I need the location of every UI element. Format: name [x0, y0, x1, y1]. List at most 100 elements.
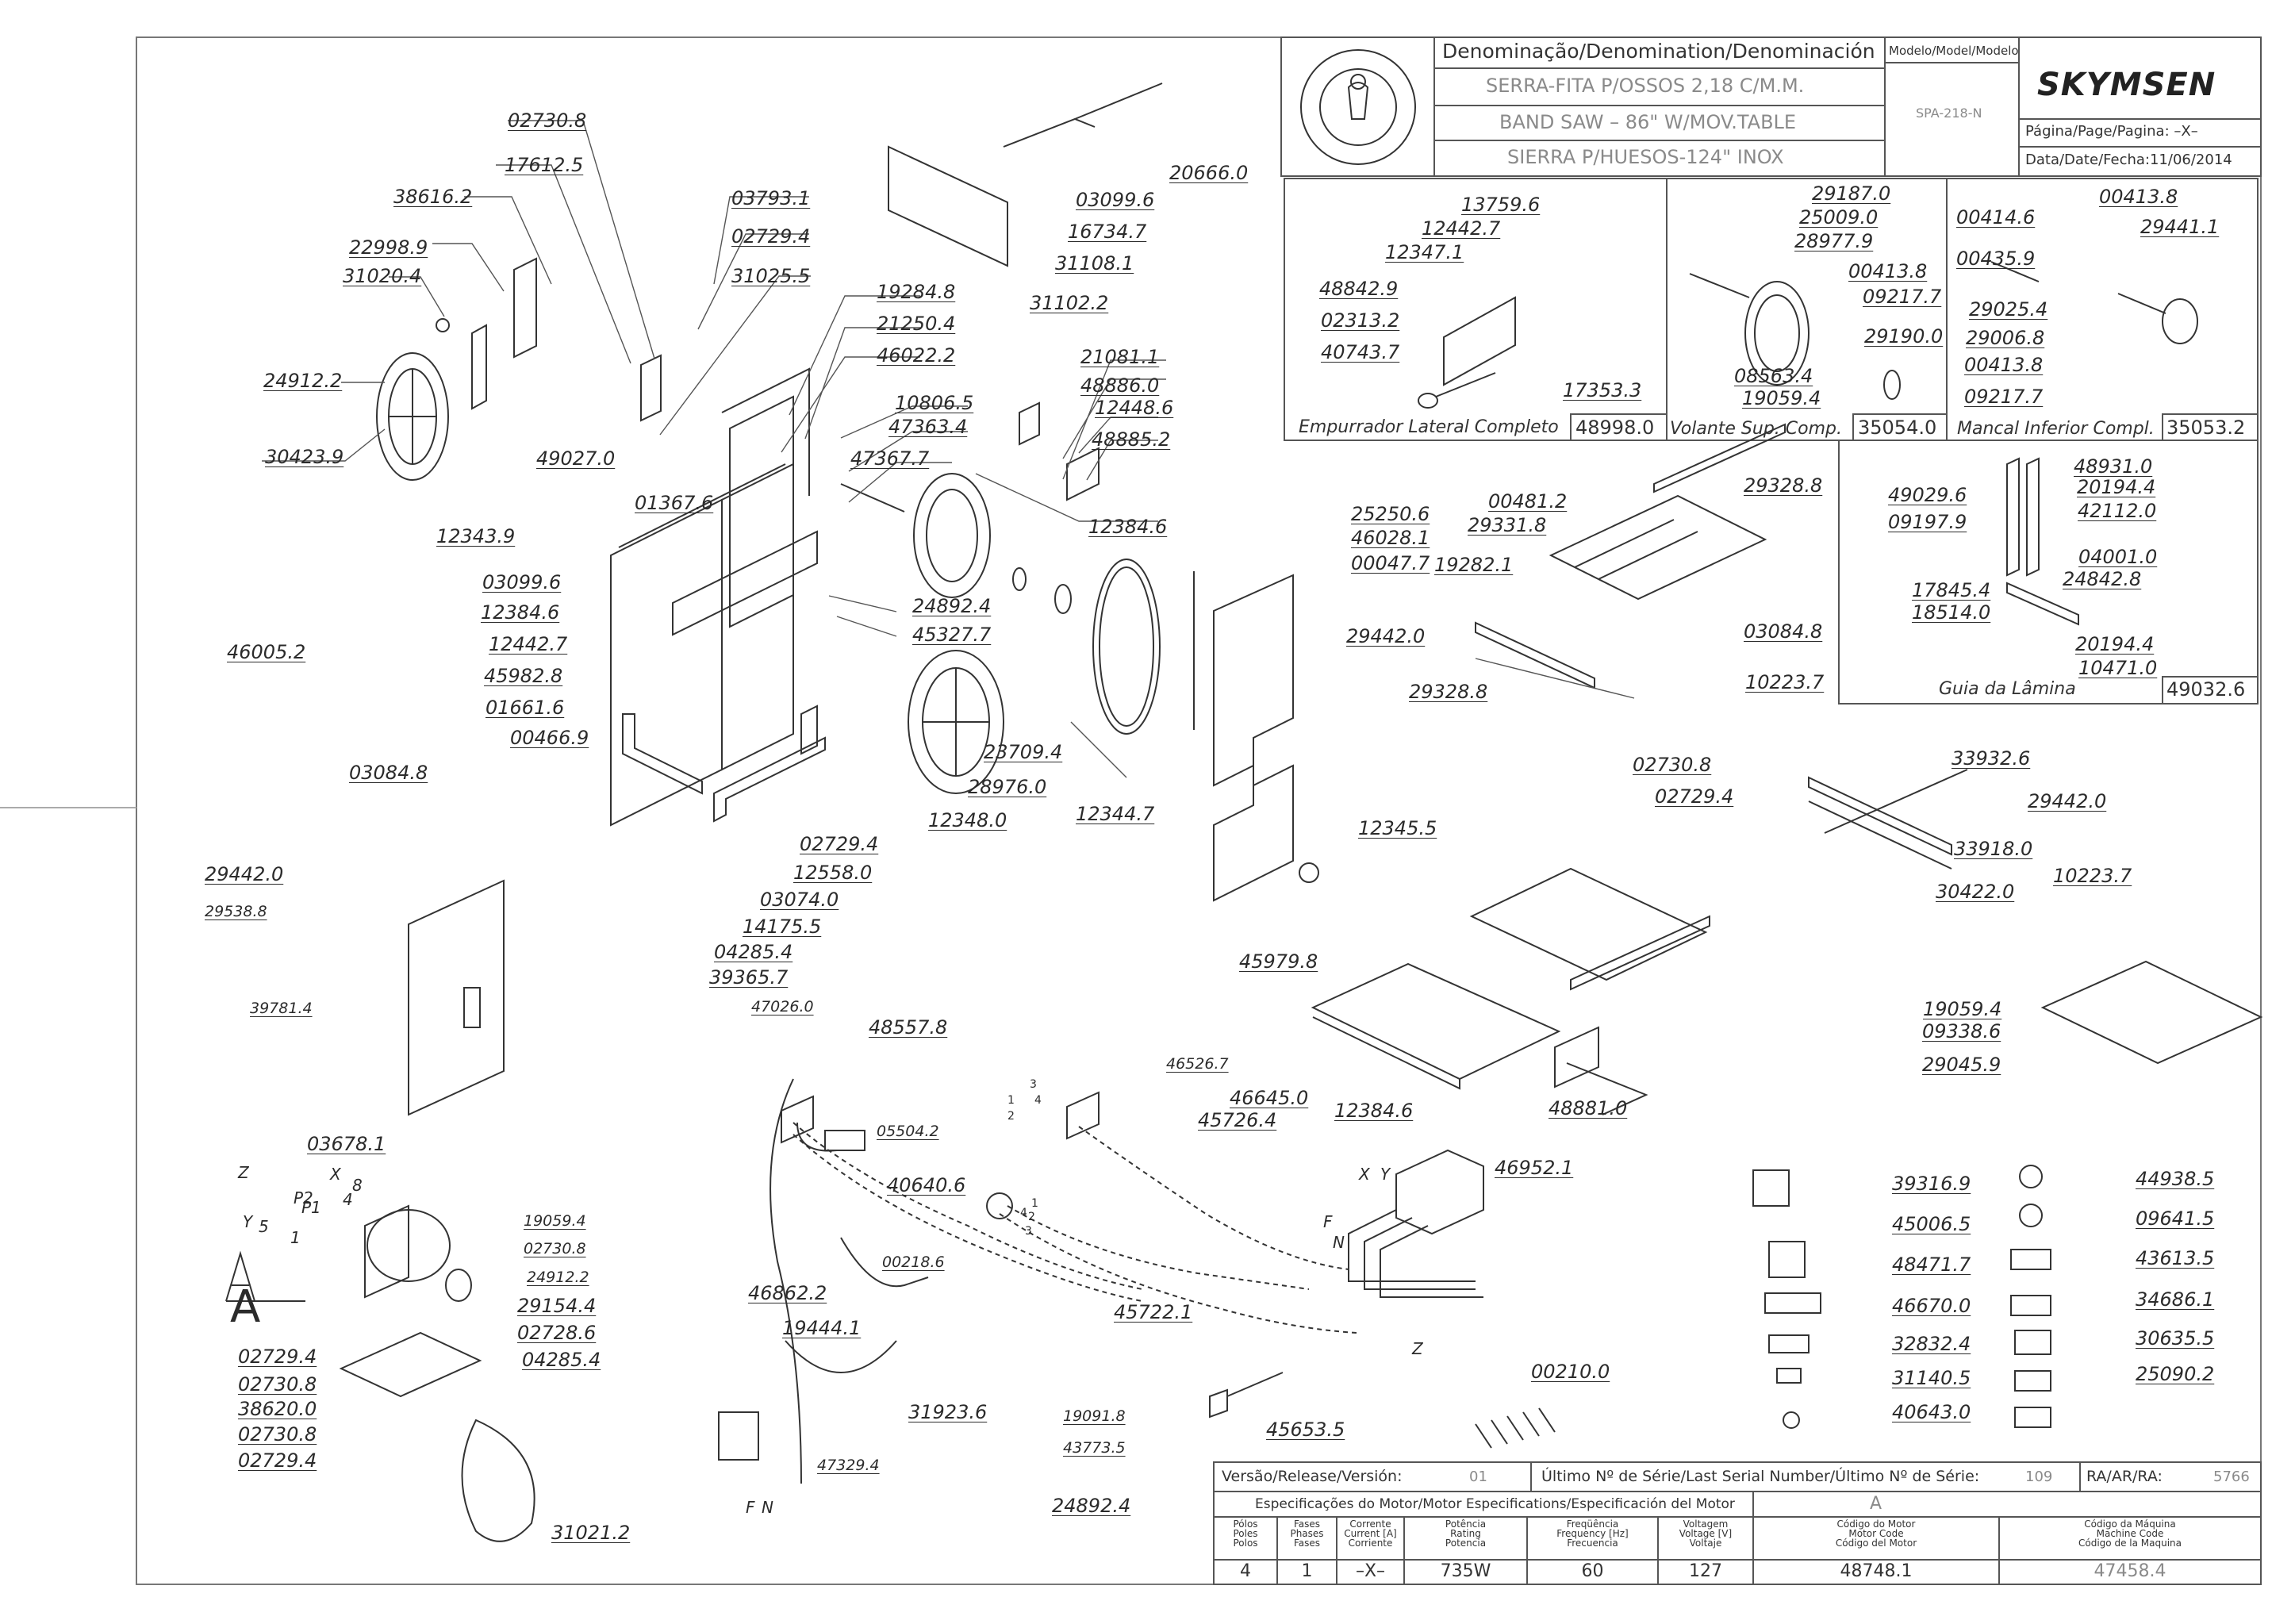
- part-number-label: 21250.4: [877, 313, 956, 335]
- motor-spec-value: –X–: [1355, 1561, 1386, 1581]
- part-number-label: 47329.4: [817, 1457, 880, 1474]
- part-number-label: 12384.6: [1334, 1100, 1414, 1122]
- part-number-label: 14175.5: [743, 916, 822, 938]
- date-label: Data/Date/Fecha:11/06/2014: [2025, 152, 2232, 168]
- motor-spec-header: Freqüência Frequency [Hz] Frecuencia: [1556, 1518, 1629, 1549]
- part-number-label: 28976.0: [968, 776, 1047, 798]
- part-number-label: 03099.6: [482, 571, 562, 593]
- part-number-label: 48471.7: [1892, 1254, 1971, 1276]
- part-number-label: 29442.0: [1346, 625, 1426, 647]
- motor-spec-header: Voltagem Voltage [V] Voltaje: [1679, 1518, 1733, 1549]
- wire-marker-label: 4: [1034, 1094, 1042, 1107]
- part-number-label: 46005.2: [227, 641, 306, 663]
- ra-label: RA/AR/RA:: [2086, 1468, 2163, 1485]
- part-number-label: 46028.1: [1351, 527, 1430, 549]
- part-number-label: 12448.6: [1095, 397, 1174, 419]
- part-number-label: 49029.6: [1888, 484, 1967, 506]
- part-number-label: 04285.4: [522, 1349, 601, 1371]
- wire-marker-label: Y: [1380, 1165, 1391, 1184]
- part-number-label: 19284.8: [877, 281, 956, 303]
- part-number-label: 45979.8: [1239, 950, 1318, 973]
- part-number-label: 00466.9: [510, 727, 589, 749]
- part-number-label: 45327.7: [912, 624, 992, 646]
- part-number-label: 25009.0: [1799, 206, 1879, 228]
- wire-marker-label: 5: [259, 1217, 269, 1236]
- wire-marker-label: P1: [301, 1198, 321, 1217]
- part-number-label: 31020.4: [343, 265, 422, 287]
- part-number-label: 21081.1: [1080, 346, 1160, 368]
- part-number-label: 31025.5: [731, 265, 811, 287]
- part-number-label: 48557.8: [869, 1016, 948, 1039]
- part-number-label: 12384.6: [1088, 516, 1168, 538]
- part-number-label: 48885.2: [1092, 428, 1171, 451]
- part-number-label: 02729.4: [238, 1346, 317, 1368]
- part-number-label: 31140.5: [1892, 1367, 1971, 1389]
- part-number-label: 04285.4: [714, 941, 793, 963]
- wire-marker-label: 2: [1028, 1211, 1035, 1223]
- machine-code-value: 47458.4: [2094, 1561, 2166, 1581]
- part-number-label: 47026.0: [751, 998, 814, 1015]
- part-number-label: 46952.1: [1495, 1157, 1574, 1179]
- subassembly-code: 35053.2: [2166, 417, 2246, 439]
- motor-variant: A: [1870, 1494, 1882, 1514]
- subassembly-code: 48998.0: [1575, 417, 1655, 439]
- part-number-label: 30423.9: [265, 446, 344, 468]
- part-number-label: 38616.2: [393, 186, 473, 208]
- part-number-label: 46670.0: [1892, 1295, 1971, 1317]
- part-number-label: 39781.4: [250, 1000, 313, 1017]
- part-number-label: 40640.6: [887, 1174, 966, 1196]
- part-number-label: 43773.5: [1063, 1439, 1126, 1457]
- part-number-label: 00210.0: [1531, 1361, 1610, 1383]
- part-number-label: 31102.2: [1030, 292, 1109, 314]
- part-number-label: 16734.7: [1068, 221, 1147, 243]
- part-number-label: 03099.6: [1076, 189, 1155, 211]
- subassembly-code: 35054.0: [1858, 417, 1937, 439]
- part-number-label: 00413.8: [2099, 186, 2178, 208]
- part-number-label: 31108.1: [1055, 252, 1134, 275]
- denomination-label: Denominação/Denomination/Denominación: [1442, 40, 1875, 63]
- wire-marker-label: 4: [1020, 1207, 1027, 1219]
- serial-value: 109: [2025, 1469, 2053, 1485]
- part-number-label: 29045.9: [1922, 1054, 2001, 1076]
- part-number-label: 47367.7: [850, 447, 930, 470]
- wire-marker-label: 4: [343, 1190, 353, 1209]
- part-number-label: 23709.4: [984, 741, 1063, 763]
- product-name-pt: SERRA-FITA P/OSSOS 2,18 C/M.M.: [1486, 75, 1805, 97]
- part-number-label: 00481.2: [1488, 490, 1568, 513]
- motor-spec-value: 4: [1240, 1561, 1251, 1581]
- wire-marker-label: F: [746, 1498, 755, 1517]
- part-number-label: 03084.8: [1744, 620, 1823, 643]
- part-number-label: 09338.6: [1922, 1020, 2001, 1042]
- part-number-label: 48931.0: [2074, 455, 2153, 478]
- part-number-label: 45653.5: [1266, 1419, 1345, 1441]
- part-number-label: 13759.6: [1461, 194, 1541, 216]
- part-number-label: 40743.7: [1321, 341, 1400, 363]
- subassembly-name: Guia da Lâmina: [1939, 679, 2076, 699]
- part-number-label: 48881.0: [1549, 1097, 1628, 1119]
- wire-marker-label: Z: [238, 1163, 249, 1182]
- part-number-label: 45006.5: [1892, 1213, 1971, 1235]
- part-number-label: 02729.4: [800, 833, 879, 855]
- machine-code-label: Código da Máquina Machine Code Código de…: [2078, 1518, 2182, 1549]
- part-number-label: 00047.7: [1351, 552, 1430, 574]
- part-number-label: 39316.9: [1892, 1173, 1971, 1195]
- part-number-label: 00435.9: [1956, 248, 2036, 270]
- part-number-label: 10806.5: [895, 392, 974, 414]
- model-label: Modelo/Model/Modelo: [1889, 44, 2019, 58]
- brand-logo: SKYMSEN: [2037, 67, 2216, 103]
- part-number-label: 48886.0: [1080, 374, 1160, 397]
- part-number-label: 24912.2: [527, 1269, 589, 1286]
- part-number-label: 24892.4: [1052, 1495, 1131, 1517]
- wire-marker-label: 3: [1025, 1225, 1032, 1238]
- part-number-label: 46022.2: [877, 344, 956, 367]
- part-number-label: 12348.0: [928, 809, 1007, 831]
- part-number-label: 33918.0: [1954, 838, 2033, 860]
- part-number-label: 47363.4: [888, 416, 968, 438]
- part-number-label: 39365.7: [709, 966, 789, 989]
- wire-marker-label: X: [1359, 1165, 1370, 1184]
- part-number-label: 49027.0: [536, 447, 616, 470]
- subassembly-name: Volante Sup. Comp.: [1670, 419, 1842, 439]
- part-number-label: 20194.4: [2075, 633, 2155, 655]
- part-number-label: 10223.7: [1745, 671, 1825, 693]
- wire-marker-label: 8: [352, 1176, 363, 1195]
